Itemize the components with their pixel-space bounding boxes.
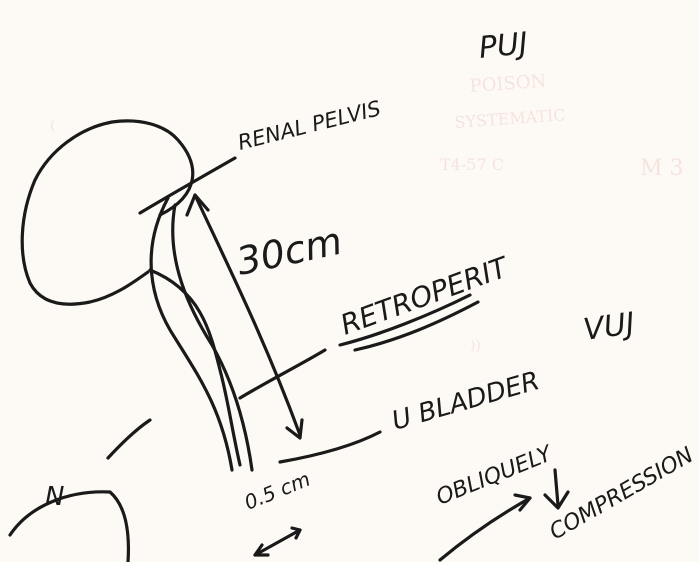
kidney-n-label: N: [45, 482, 64, 512]
ureter-wall-outer: [151, 198, 232, 470]
diameter-arrow: [255, 530, 300, 555]
renal-pelvis-pointer: [140, 158, 235, 213]
length-label: 30cm: [233, 219, 346, 284]
obliquely-label: OBLIQUELY: [433, 441, 557, 510]
svg-text:(: (: [50, 118, 55, 134]
puj-label: PUJ: [477, 26, 529, 66]
compression-arrow: [545, 470, 568, 508]
length-arrowhead-top: [187, 195, 208, 215]
bladder-pointer: [108, 420, 150, 458]
u-bladder-label: U BLADDER: [389, 366, 543, 437]
renal-pelvis-label: RENAL PELVIS: [235, 96, 383, 155]
vuj-label: VUJ: [581, 306, 637, 348]
svg-text:POISON: POISON: [469, 71, 547, 97]
svg-text:SYSTEMATIC: SYSTEMATIC: [454, 105, 566, 132]
diameter-label: 0.5 cm: [241, 467, 314, 515]
oblique-arrow: [440, 498, 530, 560]
bladder-outline: [10, 492, 128, 562]
labels: RENAL PELVIS PUJ 30cm RETROPERIT VUJ U B…: [45, 26, 698, 545]
svg-text:M 3: M 3: [640, 156, 684, 181]
vuj-pointer: [280, 432, 380, 462]
svg-text:)): )): [470, 338, 481, 354]
svg-text:T4-57 C: T4-57 C: [440, 155, 504, 174]
